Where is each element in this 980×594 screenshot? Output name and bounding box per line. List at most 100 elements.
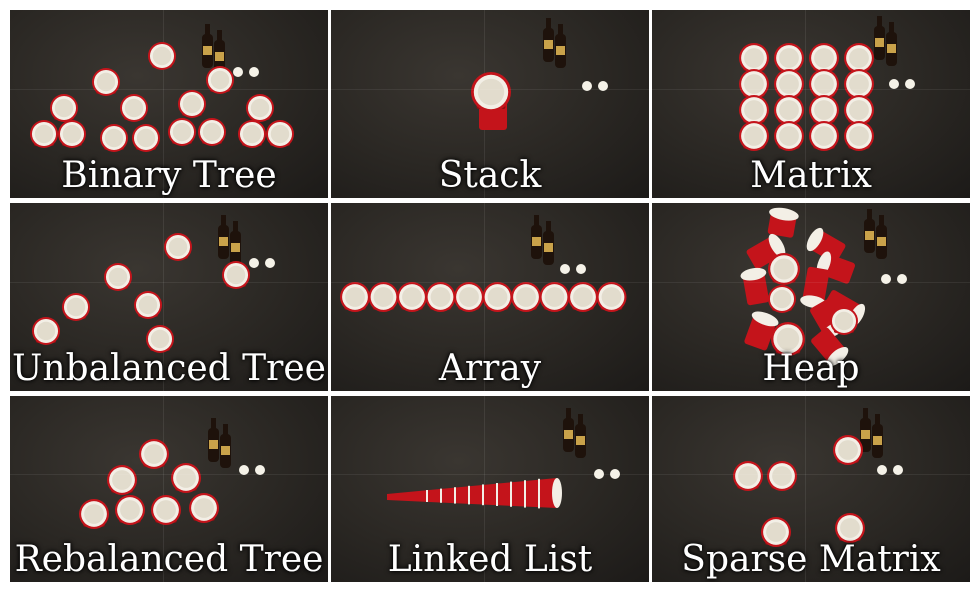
cup-icon	[767, 461, 797, 491]
panel-binary-tree: Binary Tree	[10, 10, 328, 198]
ping-pong-ball-icon	[905, 79, 915, 89]
cup-icon	[266, 120, 294, 148]
tipped-cup-icon	[744, 311, 779, 351]
cup-icon	[32, 317, 60, 345]
cup-icon	[151, 495, 181, 525]
cup-icon	[100, 124, 128, 152]
beer-bottle-icon	[575, 414, 586, 458]
ping-pong-ball-icon	[249, 258, 259, 268]
beer-bottle-icon	[555, 24, 566, 68]
cup-icon	[164, 233, 192, 261]
cup-icon	[733, 461, 763, 491]
cup-icon	[50, 94, 78, 122]
beer-bottle-icon	[531, 215, 542, 259]
cup-icon	[62, 293, 90, 321]
cup-icon	[511, 282, 541, 312]
cup-icon	[830, 307, 858, 335]
beer-bottle-icon	[864, 209, 875, 253]
cup-icon	[171, 463, 201, 493]
cup-icon	[844, 95, 874, 125]
ping-pong-ball-icon	[249, 67, 259, 77]
stack-scene	[471, 18, 608, 130]
cup-icon	[835, 513, 865, 543]
cup-icon	[189, 493, 219, 523]
panel-unbalanced-tree: Unbalanced Tree	[10, 203, 328, 391]
cup-chain-icon	[387, 478, 562, 509]
rebalanced-tree-scene	[79, 418, 265, 529]
cup-icon	[471, 72, 511, 112]
ping-pong-ball-icon	[239, 465, 249, 475]
cup-icon	[761, 517, 791, 547]
panel-array: Array	[331, 203, 649, 391]
cup-icon	[222, 261, 250, 289]
ping-pong-ball-icon	[582, 81, 592, 91]
panel-caption: Linked List	[387, 539, 593, 580]
beer-bottle-icon	[220, 424, 231, 468]
cup-icon	[397, 282, 427, 312]
cup-icon	[771, 322, 805, 356]
panel-rebalanced-tree: Rebalanced Tree	[10, 396, 328, 582]
ping-pong-ball-icon	[877, 465, 887, 475]
beer-bottle-icon	[230, 221, 241, 265]
panel-matrix: Matrix	[652, 10, 970, 198]
panel-caption: Rebalanced Tree	[14, 539, 324, 580]
cup-icon	[198, 118, 226, 146]
cup-icon	[454, 282, 484, 312]
beer-bottle-icon	[872, 414, 883, 458]
cup-icon	[120, 94, 148, 122]
beer-bottle-icon	[202, 24, 213, 68]
photo-collage: Binary Tree Stack Matrix Unbalanced Tree…	[10, 10, 970, 584]
heap-scene	[740, 207, 907, 367]
ping-pong-ball-icon	[889, 79, 899, 89]
panel-caption: Matrix	[750, 155, 872, 196]
panel-heap: Heap	[652, 203, 970, 391]
beer-bottle-icon	[886, 22, 897, 66]
cup-icon	[809, 69, 839, 99]
cup-icon	[148, 42, 176, 70]
cup-icon	[79, 499, 109, 529]
array-scene	[340, 215, 627, 312]
cup-icon	[178, 90, 206, 118]
cup-icon	[844, 69, 874, 99]
panel-caption: Unbalanced Tree	[12, 348, 326, 389]
ping-pong-ball-icon	[560, 264, 570, 274]
cup-icon	[30, 120, 58, 148]
beer-bottle-icon	[208, 418, 219, 462]
panel-caption: Sparse Matrix	[681, 539, 941, 580]
ping-pong-ball-icon	[893, 465, 903, 475]
cup-icon	[246, 94, 274, 122]
ping-pong-ball-icon	[576, 264, 586, 274]
beer-bottle-icon	[543, 221, 554, 265]
panel-caption: Binary Tree	[61, 155, 277, 196]
cup-icon	[739, 69, 769, 99]
matrix-scene	[739, 16, 915, 151]
cup-icon	[774, 95, 804, 125]
tipped-cup-icon	[740, 267, 769, 306]
tipped-cup-icon	[806, 227, 846, 263]
cup-icon	[107, 465, 137, 495]
cup-icon	[739, 43, 769, 73]
ping-pong-ball-icon	[881, 274, 891, 284]
cup-icon	[146, 325, 174, 353]
cup-icon	[568, 282, 598, 312]
cup-icon	[104, 263, 132, 291]
beer-bottle-icon	[214, 30, 225, 74]
beer-bottle-icon	[876, 215, 887, 259]
beer-bottle-icon	[543, 18, 554, 62]
cup-icon	[58, 120, 86, 148]
tipped-cup-icon	[767, 207, 799, 238]
ping-pong-ball-icon	[598, 81, 608, 91]
cup-icon	[115, 495, 145, 525]
cup-icon	[739, 95, 769, 125]
ping-pong-ball-icon	[233, 67, 243, 77]
beer-bottle-icon	[860, 408, 871, 452]
panel-stack: Stack	[331, 10, 649, 198]
panel-caption: Array	[438, 348, 542, 389]
cup-icon	[768, 253, 800, 285]
cup-icon	[768, 285, 796, 313]
cup-icon	[482, 282, 513, 312]
cup-icon	[844, 43, 874, 73]
cup-icon	[340, 282, 370, 312]
cup-icon	[134, 291, 162, 319]
ping-pong-ball-icon	[610, 469, 620, 479]
